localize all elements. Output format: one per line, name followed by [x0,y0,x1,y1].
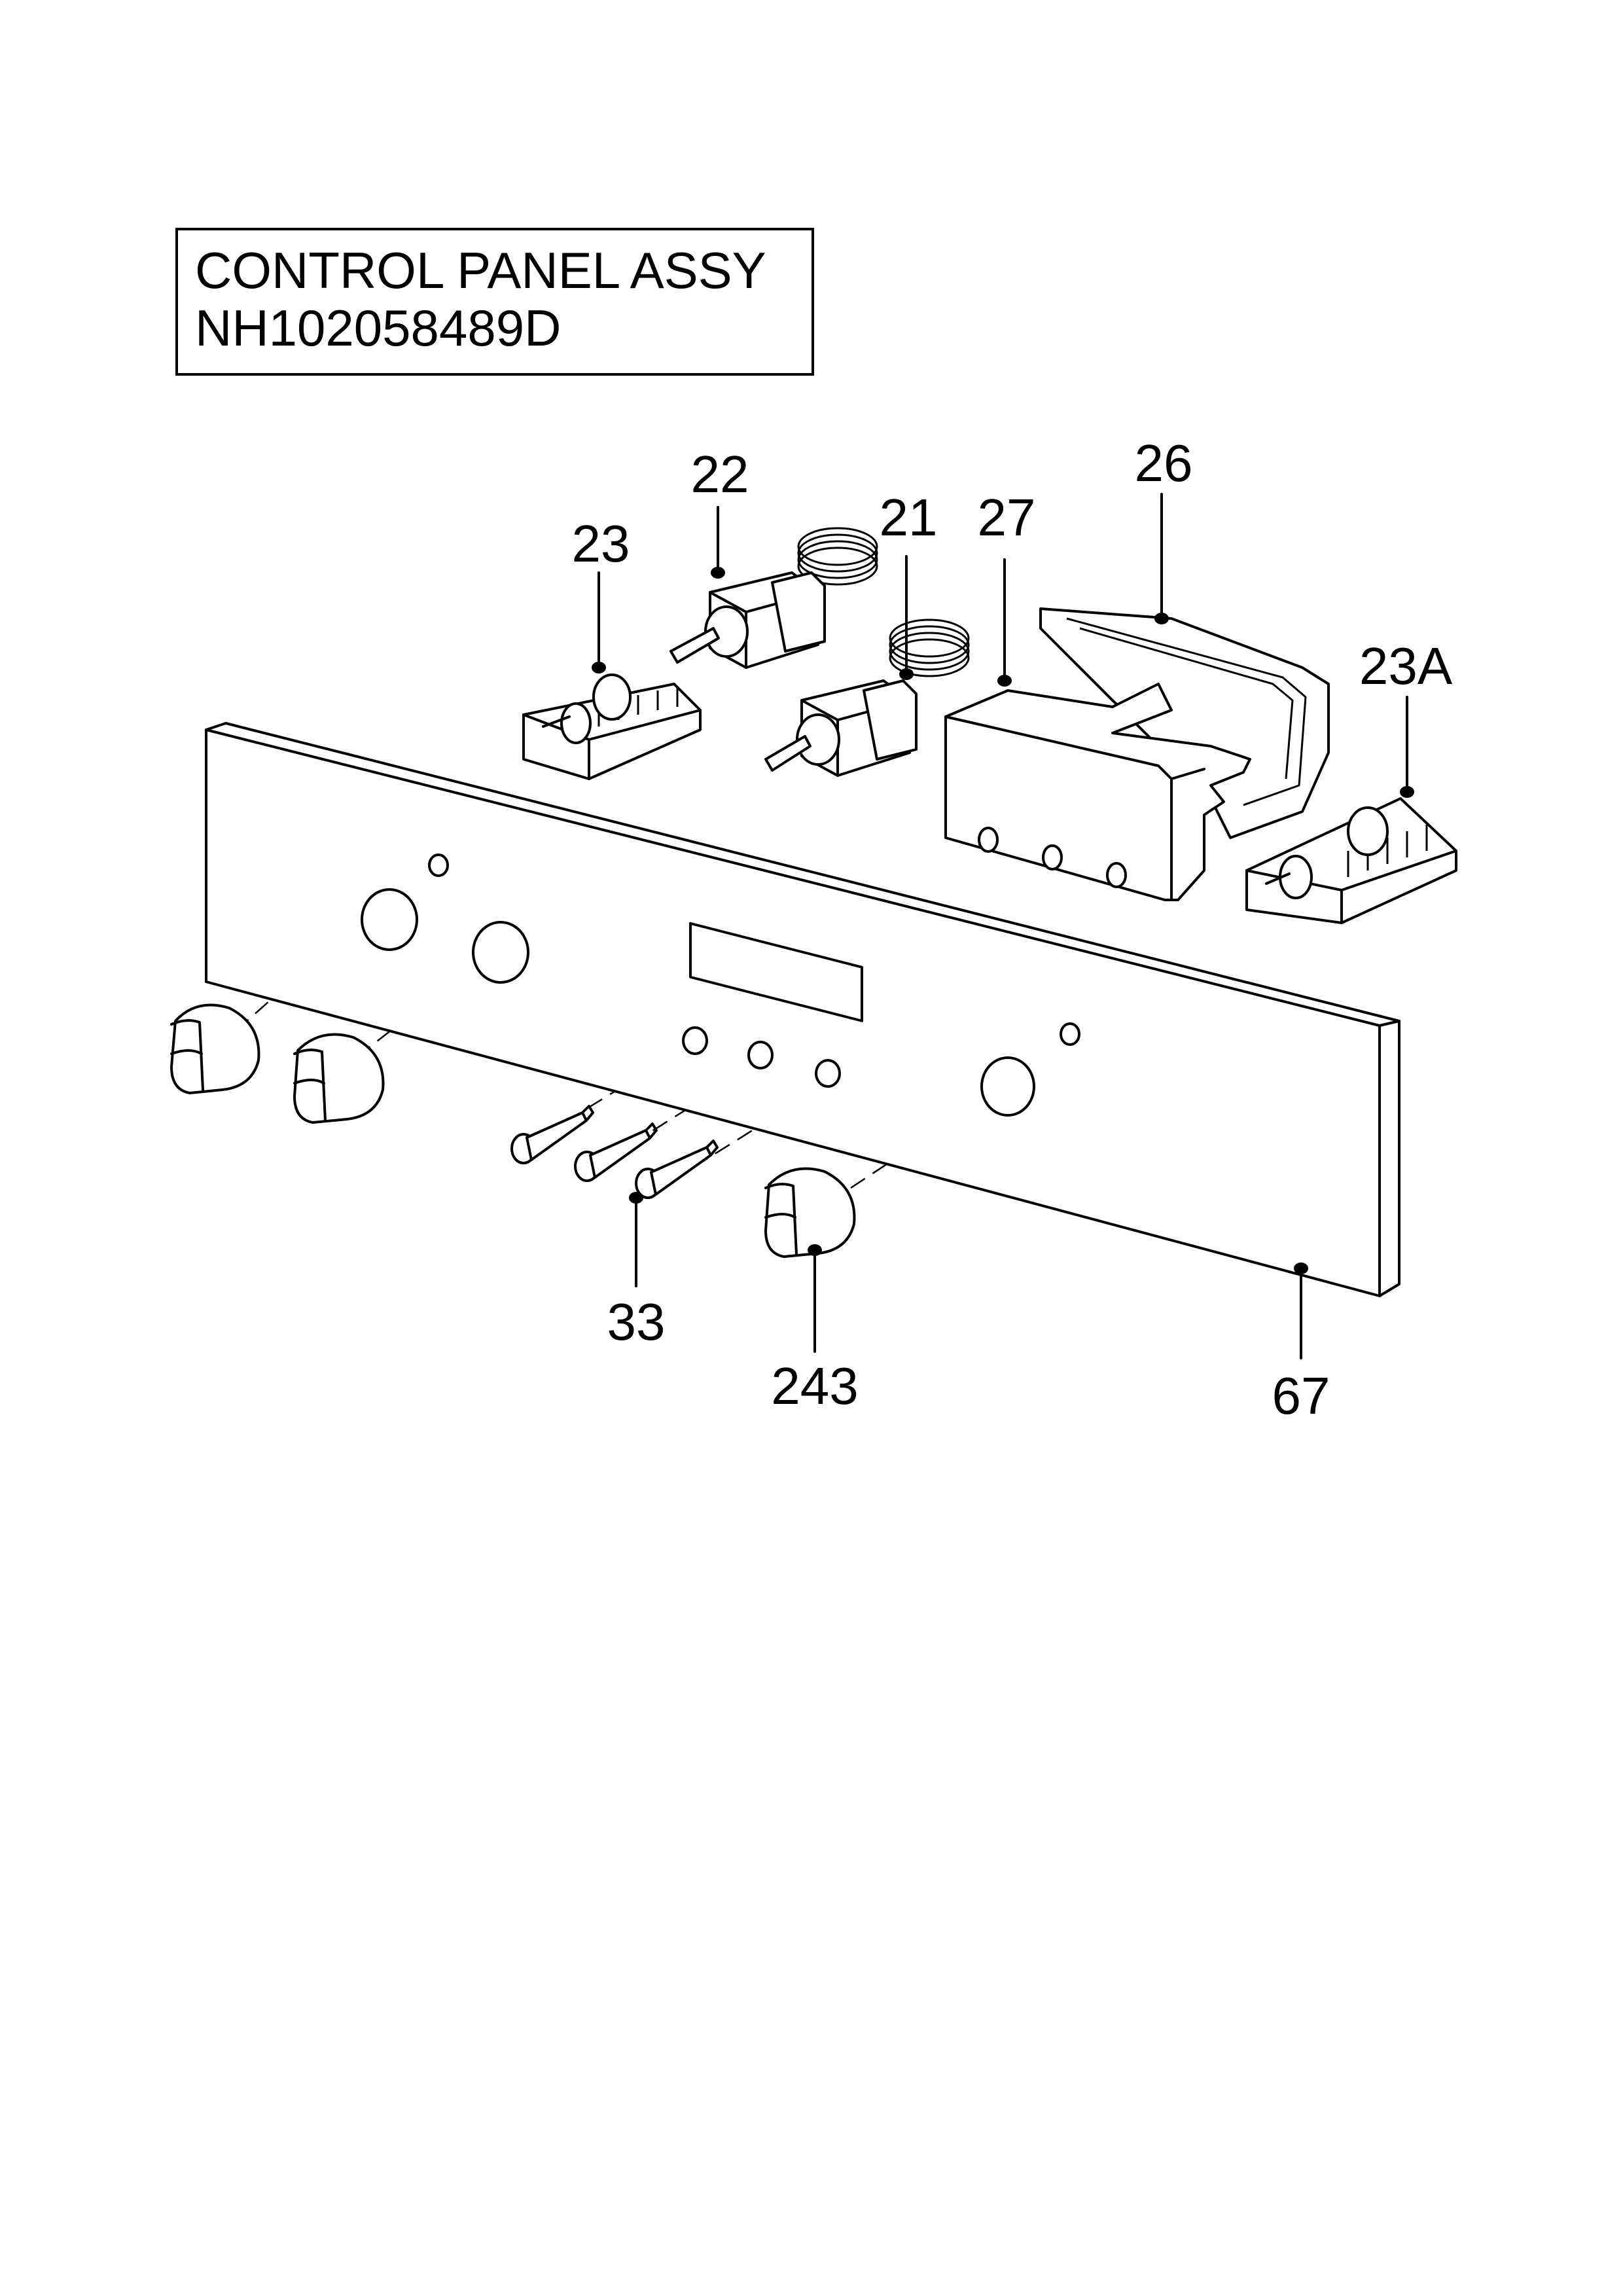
capillary-coil-21 [889,619,970,677]
push-rod-1 [510,1105,594,1164]
push-rod-2 [574,1122,658,1182]
capillary-coil-22 [797,527,878,586]
thermostat-21 [764,619,970,777]
push-rods [510,1105,719,1199]
timer-27 [944,683,1251,901]
callout-33: 33 [607,1293,666,1351]
leader-lines [592,493,1414,1359]
title-line-1: CONTROL PANEL ASSY [195,242,766,299]
callout-22: 22 [691,445,749,503]
knob-left [170,1003,260,1094]
callout-labels: 22 23 21 27 26 23A 33 243 67 [572,434,1453,1425]
title-box: CONTROL PANEL ASSY NH102058489D [175,228,814,376]
selector-switch-23 [522,673,702,780]
push-rod-3 [635,1139,719,1199]
callout-23a: 23A [1359,637,1453,695]
knob-second [293,1033,385,1124]
callout-67: 67 [1272,1367,1330,1425]
thermostat-22 [669,527,878,669]
callout-23: 23 [572,514,630,573]
callout-27: 27 [978,488,1036,547]
knob-243 [764,1167,856,1258]
control-panel [205,722,1400,1297]
selector-switch-23a [1245,797,1457,924]
callout-21: 21 [880,488,938,547]
title-line-2: NH102058489D [195,299,561,357]
callout-243: 243 [771,1357,858,1415]
callout-26: 26 [1135,434,1193,492]
